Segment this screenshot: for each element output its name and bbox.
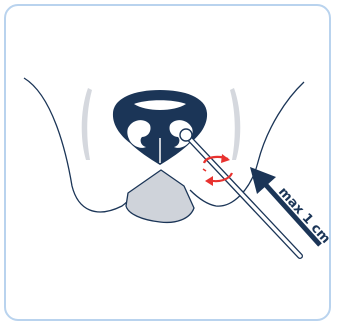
dog-nose-icon bbox=[113, 90, 207, 165]
mouth-area bbox=[126, 170, 194, 222]
muzzle-shadow-left bbox=[82, 88, 92, 160]
insertion-arrow-icon bbox=[250, 167, 320, 245]
muzzle-shadow-right bbox=[230, 88, 240, 160]
muzzle-outline bbox=[24, 78, 137, 212]
